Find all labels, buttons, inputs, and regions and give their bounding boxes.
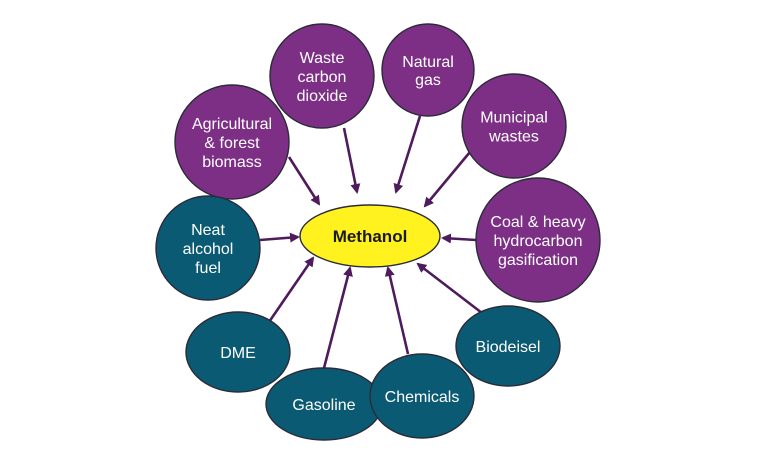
source-label-waste-carbon-dioxide-line-1: Waste [300, 50, 345, 67]
arrow-gasoline [322, 266, 353, 369]
source-circle-coal-heavy-hydrocarbon-gasification [475, 177, 601, 303]
arrow-neat-alcohol-fuel [259, 232, 300, 243]
source-label-coal-heavy-hydrocarbon-gasification-line-1: Coal & heavy [490, 214, 585, 231]
product-label-biodeisel-line-1: Biodeisel [476, 339, 541, 356]
source-label-coal-heavy-hydrocarbon-gasification-line-3: gasification [498, 252, 578, 269]
source-node-municipal-wastes: Municipal wastes [461, 73, 567, 179]
product-label-neat-alcohol-fuel-line-2: alcohol [183, 241, 234, 258]
product-label-gasoline-line-1: Gasoline [292, 397, 355, 414]
product-node-dme: DME [185, 311, 291, 393]
source-circle-waste-carbon-dioxide [269, 23, 375, 129]
product-circle-biodeisel [455, 305, 561, 387]
source-node-agricultural-forest-biomass: Agricultural & forest biomass [174, 84, 290, 200]
source-label-agricultural-forest-biomass-line-1: Agricultural [192, 116, 272, 133]
source-node-coal-heavy-hydrocarbon-gasification: Coal & heavy hydrocarbon gasification [475, 177, 601, 303]
source-label-coal-heavy-hydrocarbon-gasification-line-2: hydrocarbon [494, 233, 583, 250]
methanol-hub: Methanol [299, 204, 441, 268]
source-label-municipal-wastes-line-1: Municipal [480, 109, 548, 126]
arrow-dme [267, 256, 315, 323]
source-circle-municipal-wastes [461, 73, 567, 179]
product-circle-dme [185, 311, 291, 393]
source-label-waste-carbon-dioxide-line-2: carbon [298, 69, 347, 86]
source-label-municipal-wastes-line-2: wastes [488, 128, 539, 145]
methanol-ellipse [299, 204, 441, 268]
product-label-neat-alcohol-fuel-line-1: Neat [191, 222, 225, 239]
source-label-natural-gas-line-2: gas [415, 72, 441, 89]
source-node-waste-carbon-dioxide: Waste carbon dioxide [269, 23, 375, 129]
product-node-gasoline: Gasoline [265, 367, 383, 441]
arrow-waste-carbon-dioxide [342, 127, 361, 194]
product-node-biodeisel: Biodeisel [455, 305, 561, 387]
arrow-coal-heavy-hydrocarbon-gasification [441, 233, 477, 244]
product-node-neat-alcohol-fuel: Neat alcohol fuel [155, 195, 261, 301]
product-circle-chemicals [369, 353, 475, 439]
source-label-natural-gas-line-1: Natural [402, 54, 454, 71]
source-label-waste-carbon-dioxide-line-3: dioxide [297, 88, 348, 105]
product-label-dme-line-1: DME [220, 345, 256, 362]
arrow-municipal-wastes [423, 151, 471, 208]
product-circle-neat-alcohol-fuel [155, 195, 261, 301]
source-label-agricultural-forest-biomass-line-3: biomass [202, 154, 262, 171]
source-circle-natural-gas [381, 23, 475, 117]
methanol-label: Methanol [333, 227, 408, 246]
arrows [259, 115, 483, 369]
source-circle-agricultural-forest-biomass [174, 84, 290, 200]
arrow-chemicals [384, 266, 410, 355]
product-node-chemicals: Chemicals [369, 353, 475, 439]
nodes: Agricultural & forest biomass Waste carbon di… [155, 23, 601, 441]
arrow-biodeisel [416, 262, 483, 315]
source-label-agricultural-forest-biomass-line-2: & forest [204, 135, 260, 152]
arrow-agricultural-forest-biomass [287, 156, 321, 206]
product-label-chemicals-line-1: Chemicals [385, 389, 460, 406]
arrow-natural-gas [393, 115, 422, 194]
product-label-neat-alcohol-fuel-line-3: fuel [195, 260, 221, 277]
